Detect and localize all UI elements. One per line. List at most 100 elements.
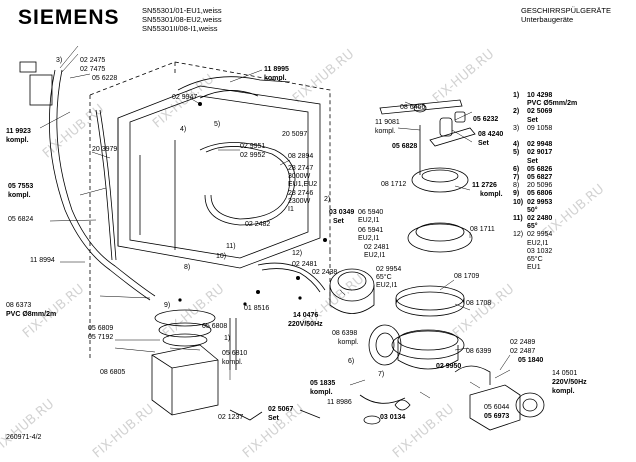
legend-row: 1)10 4298 [513,92,577,100]
model-line: SN55301/08-EU2,weiss [142,15,222,24]
part-label: 11 9923 [6,128,31,135]
part-label: kompl. [222,359,243,366]
page-title: GESCHIRRSPÜLGERÄTE Unterbaugeräte [521,6,611,24]
part-label: 3000W [288,173,311,180]
part-label: 08 4240 [478,131,504,138]
part-label: EU1,EU2 [288,181,318,188]
legend-code: 03 1032 [527,247,553,255]
part-label: 20 3979 [92,146,118,153]
legend-code: 50° [527,206,538,214]
part-label: EU2,I1 [364,252,386,259]
legend-index: 12) [513,231,524,239]
callout-number: 5) [214,121,221,128]
part-label: 06 5940 [358,209,384,216]
part-label: 02 7475 [80,66,106,73]
part-label: 02 9950 [436,363,462,370]
part-label: 02 1237 [218,414,244,421]
part-label: 05 6232 [473,116,499,123]
callout-number: 11) [226,243,236,250]
part-label: 02 2487 [510,348,536,355]
legend-row: 65° [513,223,577,231]
legend-index: 5) [513,149,520,157]
legend-code: 02 5069 [527,108,553,116]
part-label: 05 6828 [392,143,418,150]
legend-index: 10) [513,198,524,206]
callout-number: 1) [224,335,231,342]
part-label: 02 9951 [240,143,266,150]
legend-row: 50° [513,207,577,215]
part-label: 05 7553 [8,183,34,190]
title-line: GESCHIRRSPÜLGERÄTE [521,6,612,15]
part-label: Set [478,140,489,147]
aquastop-box [29,74,53,106]
legend-row: 12)02 9954 [513,231,577,239]
part-label: 11 8994 [30,257,55,264]
part-label: EU2,I1 [358,235,380,242]
part-label: 05 6810 [222,350,248,357]
part-label: 02 2489 [510,339,536,346]
model-line: SN55301/01-EU1,weiss [142,6,222,15]
heater-element [199,142,296,226]
part-label: 220V/50Hz [288,321,323,328]
part-label: 02 9947 [172,94,198,101]
legend-code: 02 9017 [527,149,553,157]
part-label: 02 9952 [240,152,266,159]
fill-hose [48,69,151,301]
part-label: 05 6824 [8,216,34,223]
callout-number: 8) [184,264,191,271]
part-label: 05 1835 [310,380,336,387]
legend-code: 02 9953 [527,198,553,206]
part-label: 11 8995 [264,66,289,73]
part-label: 02 2475 [80,57,106,64]
part-label: 65°C [376,274,392,281]
part-label: 2300W [288,198,311,205]
nozzle-part [439,117,453,137]
legend-row: Set [513,117,577,125]
part-label: 01 8516 [244,305,270,312]
part-label: 03 0349 [329,209,355,216]
part-label: 08 6373 [6,302,32,309]
legend-code: 02 9954 [527,231,553,239]
legend-code: 09 1058 [527,124,553,132]
legend-index: 6) [513,165,520,173]
callout-number: 9) [164,302,171,309]
drain-pump [454,365,545,431]
callout-number: 2) [324,196,331,203]
part-label: 02 2481 [364,244,390,251]
part-label: 11 2726 [472,182,497,189]
part-label: kompl. [375,128,396,135]
part-label: 02 9954 [376,266,402,273]
part-label: 14 0501 [552,370,578,377]
part-label: 08 1712 [381,181,407,188]
part-label: kompl. [310,389,333,396]
legend-code: PVC Ø5mm/2m [527,100,578,108]
legend-code: Set [527,157,538,165]
part-label: 06 5941 [358,227,384,234]
callout-number: 6) [348,358,355,365]
part-label: 02 5067 [268,406,294,413]
part-label: 02 2438 [312,269,338,276]
part-label: 05 6973 [484,413,510,420]
part-label: 05 6228 [92,75,118,82]
cabinet-outline [89,61,331,360]
part-label: 14 0476 [293,312,319,319]
legend-code: 05 6826 [527,165,553,173]
legend-code: EU2,I1 [527,239,549,247]
part-label: kompl. [8,192,31,199]
part-label: 220V/50Hz [552,379,587,386]
part-label: 05 1840 [518,357,544,364]
title-line: Unterbaugeräte [521,15,574,24]
legend-code: 02 2480 [527,215,553,223]
model-line: SN55301II/08-I1,weiss [142,24,218,33]
tub [117,85,321,269]
callout-number: 3) [56,57,63,64]
part-label: 08 6466 [400,104,426,111]
callout-number: 7) [378,371,385,378]
legend-code: 65°C [527,256,543,264]
part-label: EU2,I1 [358,217,380,224]
legend-row: 3)09 1058 [513,125,577,133]
legend-index: 1) [513,92,520,99]
part-label: PVC Ø8mm/2m [6,311,57,318]
part-label: 08 6399 [466,348,492,355]
